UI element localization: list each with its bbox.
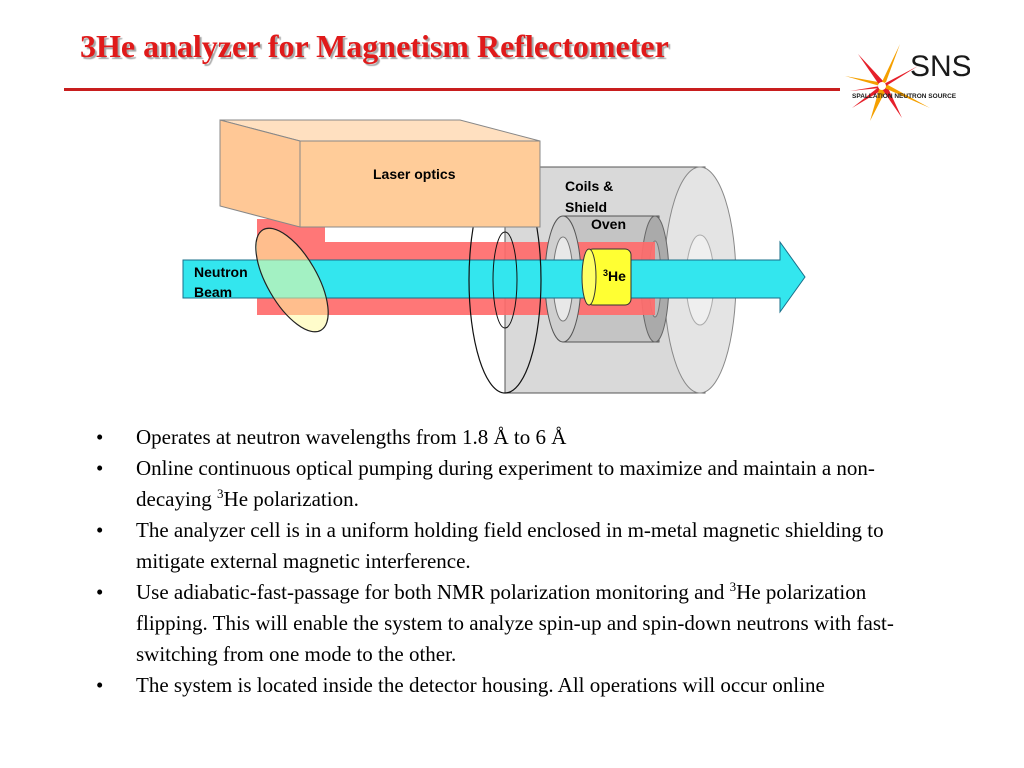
he3-cell-label-sup: 3 (603, 268, 608, 278)
bullet-text-cont: He polarization flipping. This will enab… (136, 580, 894, 666)
bullet-marker: • (96, 518, 104, 542)
laser-optics-box (219, 119, 541, 228)
bullet-item: • The system is located inside the detec… (96, 670, 936, 701)
superscript-isotope: 3 (217, 486, 224, 501)
bullet-text: Online continuous optical pumping during… (136, 456, 875, 511)
analyzer-diagram: 3He Laser optics Coils & Shield Oven Neu… (182, 119, 806, 394)
starburst-icon (845, 44, 930, 121)
laser-optics-label: Laser optics (373, 166, 456, 182)
superscript-isotope: 3 (729, 579, 737, 594)
title-divider (64, 88, 840, 91)
shield-aperture (492, 231, 518, 329)
bullet-item: • Online continuous optical pumping duri… (96, 453, 936, 515)
bullet-text-cont: He polarization. (223, 487, 359, 511)
bullet-marker: • (96, 425, 104, 449)
logo-subtitle: SPALLATION NEUTRON SOURCE (852, 93, 957, 100)
he3-cell-label-main: He (608, 268, 626, 284)
coils-label-line2: Shield (565, 199, 607, 215)
bullet-item: • Use adiabatic-fast-passage for both NM… (96, 577, 936, 670)
bullet-text: The analyzer cell is in a uniform holdin… (136, 518, 884, 573)
bullet-marker: • (96, 673, 104, 697)
polarizer-optic (255, 227, 329, 333)
he3-cell (581, 248, 632, 306)
sns-logo: SNS SPALLATION NEUTRON SOURCE (845, 44, 970, 121)
bullet-item: • The analyzer cell is in a uniform hold… (96, 515, 936, 577)
oven-label: Oven (591, 216, 626, 232)
bullet-item: • Operates at neutron wavelengths from 1… (96, 422, 936, 453)
bullet-marker: • (96, 456, 104, 480)
slide-title: 3He analyzer for Magnetism Reflectometer (80, 28, 669, 64)
logo-wordmark: SNS (910, 50, 970, 83)
coils-label-line1: Coils & (565, 178, 613, 194)
bullet-marker: • (96, 580, 104, 604)
he3-cell-label: 3He (603, 268, 626, 284)
neutron-beam-label-line1: Neutron (194, 264, 248, 280)
bullet-text: Operates at neutron wavelengths from 1.8… (136, 425, 567, 449)
neutron-beam-label-line2: Beam (194, 284, 232, 300)
bullet-list: • Operates at neutron wavelengths from 1… (96, 422, 936, 701)
bullet-text: Use adiabatic-fast-passage for both NMR … (136, 580, 730, 604)
bullet-text: The system is located inside the detecto… (136, 673, 825, 697)
